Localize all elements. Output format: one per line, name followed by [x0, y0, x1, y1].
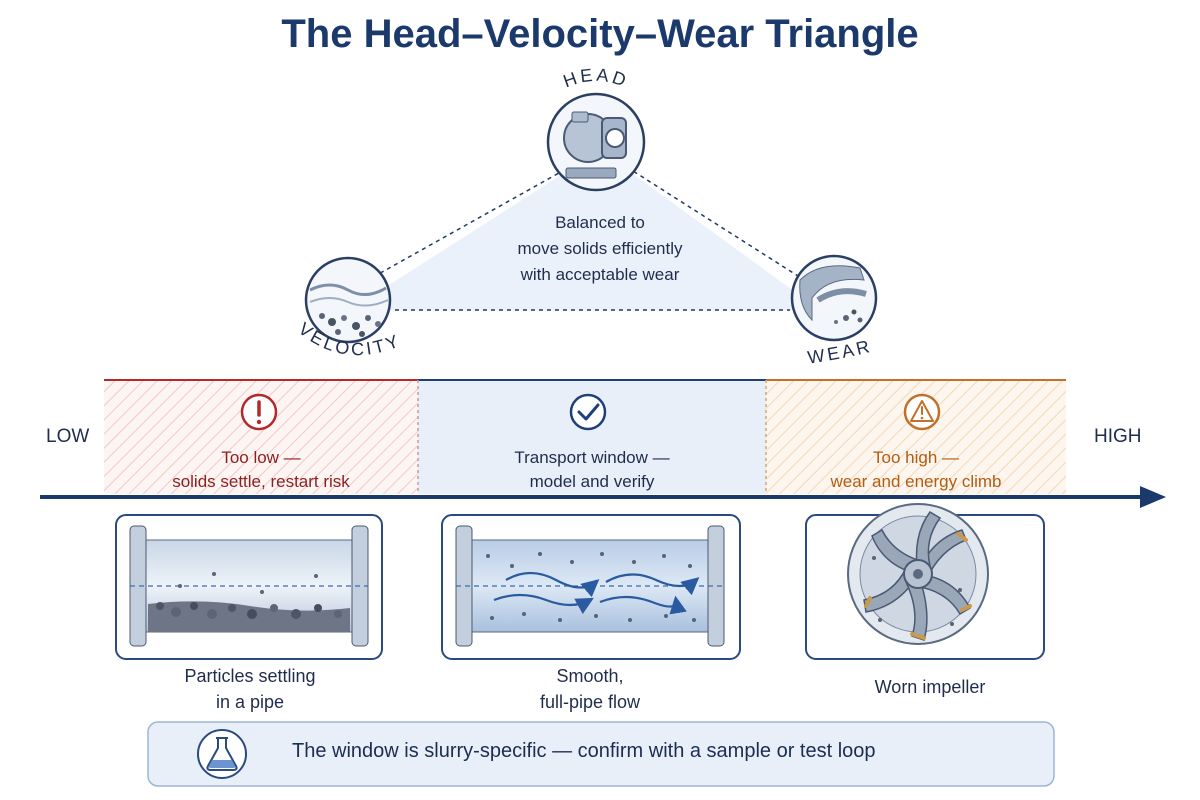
settling-pipe-illustration [115, 514, 383, 660]
zone-too-high-text: Too high — wear and energy climb [766, 446, 1066, 494]
zone-too-low-text: Too low — solids settle, restart risk [104, 446, 418, 494]
warning-triangle-icon [903, 393, 941, 431]
worn-impeller-caption: Worn impeller [800, 674, 1060, 700]
zone-transport-window-text: Transport window — model and verify [418, 446, 766, 494]
sediment-icon [304, 256, 392, 344]
zone-text-line: Too low — [221, 448, 301, 467]
triangle-center-text: Balanced to move solids efficiently with… [470, 210, 730, 288]
checkmark-icon [569, 393, 607, 431]
scale-arrow [40, 486, 1166, 508]
triangle-text-line: with acceptable wear [520, 265, 680, 284]
settling-pipe-caption: Particles settling in a pipe [100, 663, 400, 715]
zone-text-line: model and verify [529, 472, 655, 491]
zone-too-low [104, 379, 418, 494]
flowing-pipe-illustration [441, 514, 741, 660]
triangle-text-line: move solids efficiently [517, 239, 683, 258]
pump-icon [546, 92, 646, 192]
flowing-pipe-caption: Smooth, full-pipe flow [440, 663, 740, 715]
balance-triangle [349, 149, 821, 311]
caption-line: in a pipe [215, 692, 285, 712]
caption-line: Worn impeller [874, 677, 986, 697]
zone-text-line: solids settle, restart risk [172, 472, 350, 491]
zone-text-line: wear and energy climb [830, 472, 1002, 491]
caption-line: full-pipe flow [539, 692, 641, 712]
worn-impeller-illustration [805, 503, 1045, 660]
bottom-note-text: The window is slurry-specific — confirm … [292, 740, 876, 762]
high-label: HIGH [1094, 426, 1142, 447]
worn-casing-icon [790, 254, 878, 342]
zone-text-line: Transport window — [514, 448, 670, 467]
zone-text-line: Too high — [873, 448, 959, 467]
head-label: HEAD [561, 65, 632, 92]
low-label: LOW [46, 426, 90, 447]
exclamation-icon [240, 393, 278, 431]
caption-line: Particles settling [184, 666, 316, 686]
caption-line: Smooth, [556, 666, 624, 686]
triangle-text-line: Balanced to [555, 213, 645, 232]
page-title: The Head–Velocity–Wear Triangle [281, 12, 919, 56]
bottom-note-box [147, 721, 1055, 787]
head-label-text: HEAD [561, 65, 629, 92]
flask-icon [197, 729, 247, 779]
